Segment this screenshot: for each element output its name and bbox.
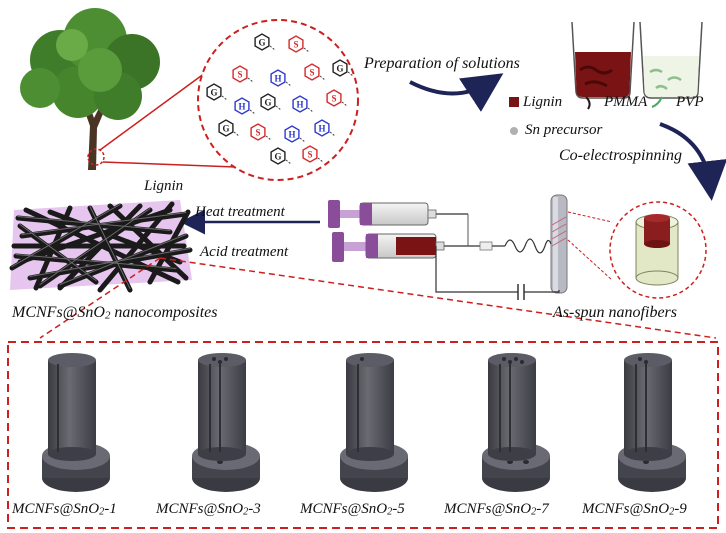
lignin-unit-s: S	[302, 145, 324, 163]
lignin-unit-h: H	[292, 95, 314, 113]
svg-text:H: H	[238, 102, 245, 112]
svg-text:S: S	[255, 128, 260, 138]
pvp-legend-mark	[651, 96, 663, 108]
lignin-unit-s: S	[326, 89, 348, 107]
svg-text:H: H	[296, 100, 303, 110]
svg-text:G: G	[258, 38, 265, 48]
label-composites-prefix: MCNFs@SnO	[12, 304, 105, 321]
fiber-model-1	[42, 353, 110, 492]
collector-rod-icon	[550, 194, 568, 294]
legend-sn-label: Sn precursor	[525, 122, 603, 138]
svg-text:H: H	[274, 74, 281, 84]
carbon-fiber-mat	[9, 200, 193, 293]
fiber-model-5	[618, 353, 686, 492]
fiber-model-3	[340, 353, 408, 492]
lignin-unit-h: H	[270, 69, 292, 87]
lignin-units-network: G S S H S G G H S H S H G H G G S	[206, 33, 354, 165]
svg-text:G: G	[264, 98, 271, 108]
lignin-unit-g: G	[254, 33, 276, 51]
lignin-unit-g: G	[260, 93, 282, 111]
sample-label-9: MCNFs@SnO2-9	[582, 501, 687, 518]
high-voltage-circuit	[435, 246, 560, 300]
svg-text:S: S	[293, 40, 298, 50]
lignin-unit-s: S	[250, 123, 272, 141]
sample-label-7: MCNFs@SnO2-7	[444, 501, 549, 518]
zoom-line-left	[39, 257, 161, 339]
legend-pmma-label: PMMA	[604, 94, 648, 110]
beaker-lignin-icon	[571, 21, 635, 99]
lignin-unit-h: H	[234, 97, 256, 115]
zoom-line-right	[159, 257, 717, 339]
svg-text:G: G	[222, 124, 229, 134]
svg-text:G: G	[274, 152, 281, 162]
beaker-pmma-pvp-icon	[639, 21, 703, 99]
lignin-unit-s: S	[232, 65, 254, 83]
lignin-unit-g: G	[332, 59, 354, 77]
syringe-bottom-icon	[332, 232, 505, 262]
label-composites-sub: 2	[104, 309, 111, 322]
svg-text:G: G	[210, 88, 217, 98]
arrow-to-electrospinning	[659, 122, 726, 201]
lignin-unit-s: S	[304, 63, 326, 81]
electrospinning-jet	[504, 238, 552, 254]
svg-text:H: H	[318, 124, 325, 134]
svg-text:S: S	[237, 70, 242, 80]
fiber-model-2	[192, 353, 260, 492]
legend-lignin-label: Lignin	[523, 94, 563, 110]
label-acid-treatment: Acid treatment	[200, 244, 289, 260]
lignin-unit-h: H	[284, 125, 306, 143]
zoom-line-top	[99, 61, 221, 151]
svg-text:S: S	[331, 94, 336, 104]
svg-text:G: G	[336, 64, 343, 74]
lignin-unit-h: H	[314, 119, 336, 137]
carbon-fiber	[17, 207, 173, 265]
sample-label-1: MCNFs@SnO2-1	[12, 501, 117, 518]
label-composites: MCNFs@SnO2 nanocomposites	[12, 304, 218, 322]
label-composites-suffix: nanocomposites	[110, 304, 218, 321]
fiber-model-4	[482, 353, 550, 492]
label-co-electrospinning: Co-electrospinning	[559, 147, 682, 164]
lignin-unit-g: G	[206, 83, 228, 101]
svg-text:S: S	[309, 68, 314, 78]
lignin-unit-s: S	[288, 35, 310, 53]
syringe-top-icon	[328, 200, 478, 247]
label-heat-treatment: Heat treatment	[195, 204, 285, 220]
carbon-fiber	[17, 223, 99, 285]
lignin-structure-circle	[197, 19, 359, 181]
trunk-zoom-marker	[87, 148, 105, 166]
arrow-to-solutions	[409, 73, 504, 112]
lignin-legend-swatch	[509, 97, 519, 107]
svg-text:H: H	[288, 130, 295, 140]
carbon-fiber	[97, 201, 175, 293]
pmma-legend-mark	[585, 96, 591, 110]
models-frame	[7, 341, 719, 529]
coreshell-fiber-icon	[635, 214, 679, 286]
lignin-unit-g: G	[218, 119, 240, 137]
sn-legend-dot	[510, 127, 518, 135]
label-as-spun: As-spun nanofibers	[553, 304, 677, 321]
lignin-unit-g: G	[270, 147, 292, 165]
carbon-fiber	[107, 203, 189, 281]
legend-pvp-label: PVP	[676, 94, 704, 110]
tree-icon	[20, 8, 160, 170]
sample-label-3: MCNFs@SnO2-3	[156, 501, 261, 518]
sample-label-5: MCNFs@SnO2-5	[300, 501, 405, 518]
label-lignin-top: Lignin	[144, 178, 184, 194]
label-preparation: Preparation of solutions	[364, 55, 520, 72]
svg-text:S: S	[307, 150, 312, 160]
